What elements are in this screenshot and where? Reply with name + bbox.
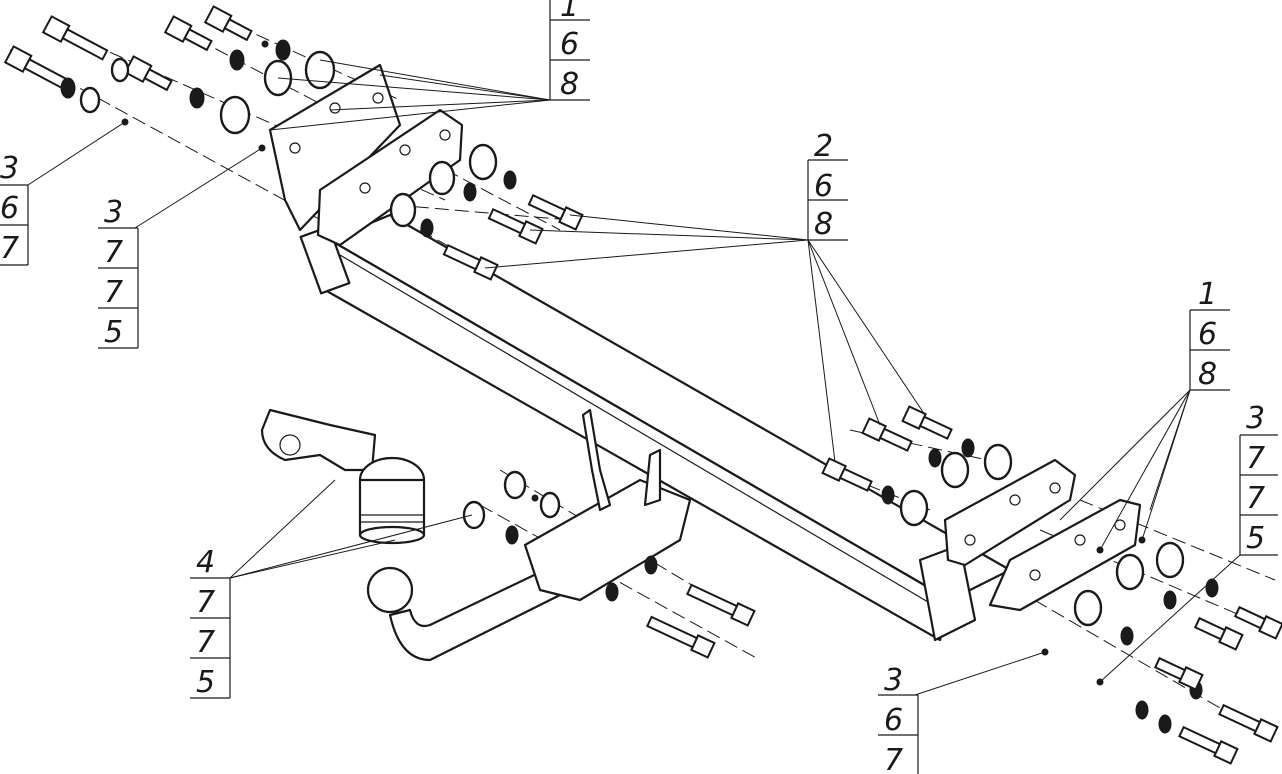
callout-value: 3 <box>884 663 903 698</box>
callout-value: 5 <box>1246 521 1265 556</box>
callout-value: 7 <box>884 743 903 774</box>
callout-top-left-stack: 1 6 8 <box>549 0 590 102</box>
tow-neck <box>366 408 692 662</box>
callout-value: 5 <box>196 665 215 700</box>
bolt-set-bottom-center <box>462 470 756 659</box>
callout-value: 7 <box>196 625 215 660</box>
callout-value: 7 <box>1246 481 1265 516</box>
callout-bottom-left-stack: 4 7 7 5 <box>190 545 231 700</box>
callout-value: 6 <box>1198 317 1217 352</box>
callout-value: 8 <box>560 67 579 102</box>
callout-right-stack-b: 3 7 7 5 <box>1239 401 1278 556</box>
callout-value: 7 <box>196 585 215 620</box>
callout-value: 3 <box>1246 401 1265 436</box>
right-bracket-front <box>988 498 1142 612</box>
leader-lines <box>27 59 1241 696</box>
callout-left-stack-a: 3 6 7 <box>0 151 29 266</box>
right-bracket-rear <box>943 458 1077 567</box>
callout-value: 7 <box>104 235 123 270</box>
callout-value: 1 <box>560 0 579 24</box>
callout-value: 3 <box>104 195 123 230</box>
callout-value: 5 <box>104 315 123 350</box>
callout-value: 1 <box>1198 277 1217 312</box>
left-bracket-front <box>316 108 464 247</box>
callout-value: 6 <box>884 703 903 738</box>
ball-cover <box>358 456 426 545</box>
callout-value: 8 <box>1198 357 1217 392</box>
callout-value: 4 <box>196 545 215 580</box>
callout-value: 6 <box>0 191 19 226</box>
callout-value: 6 <box>560 27 579 62</box>
callout-left-stack-b: 3 7 7 5 <box>98 195 139 350</box>
callout-value: 8 <box>814 207 833 242</box>
callout-value: 7 <box>0 231 19 266</box>
callout-bottom-right-stack: 3 6 7 <box>878 663 919 774</box>
bolt-set-right-middle <box>821 405 1013 527</box>
callout-value: 7 <box>104 275 123 310</box>
callout-value: 6 <box>814 169 833 204</box>
bolt-set-top-left <box>3 5 336 152</box>
bolt-set-center <box>389 143 584 281</box>
socket-bracket <box>260 408 377 472</box>
bolt-set-right-lower <box>1041 536 1282 765</box>
callout-value: 2 <box>814 129 833 164</box>
callout-center-stack: 2 6 8 <box>807 129 848 242</box>
callout-value: 7 <box>1246 441 1265 476</box>
callout-value: 3 <box>0 151 19 186</box>
callout-right-stack-a: 1 6 8 <box>1189 277 1230 392</box>
